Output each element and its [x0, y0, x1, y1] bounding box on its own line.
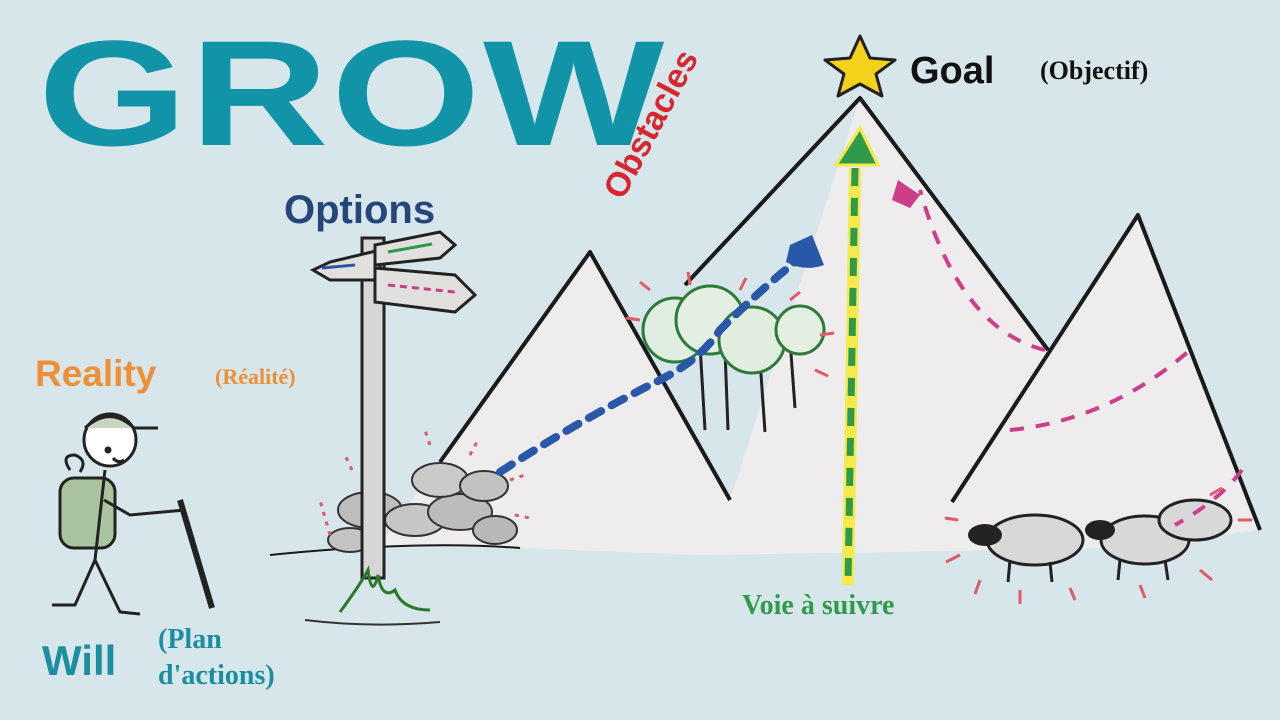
page-title: GROW [38, 9, 667, 177]
paths [496, 124, 1244, 586]
goal-star-icon [823, 34, 897, 98]
trees-obstacle [625, 271, 835, 433]
hiker-figure [52, 412, 215, 616]
will-sublabel-line2: d'actions) [158, 660, 275, 691]
reality-sublabel: (Réalité) [215, 364, 296, 389]
will-sublabel-line1: (Plan [158, 624, 222, 655]
reality-label: Reality [35, 353, 157, 394]
options-label: Options [284, 188, 436, 232]
sheep-obstacle [944, 486, 1252, 604]
will-label: Will [42, 637, 117, 684]
path-label: Voie à suivre [742, 590, 895, 621]
goal-label: Goal [910, 50, 995, 92]
signpost [304, 230, 478, 626]
goal-sublabel: (Objectif) [1040, 56, 1149, 85]
